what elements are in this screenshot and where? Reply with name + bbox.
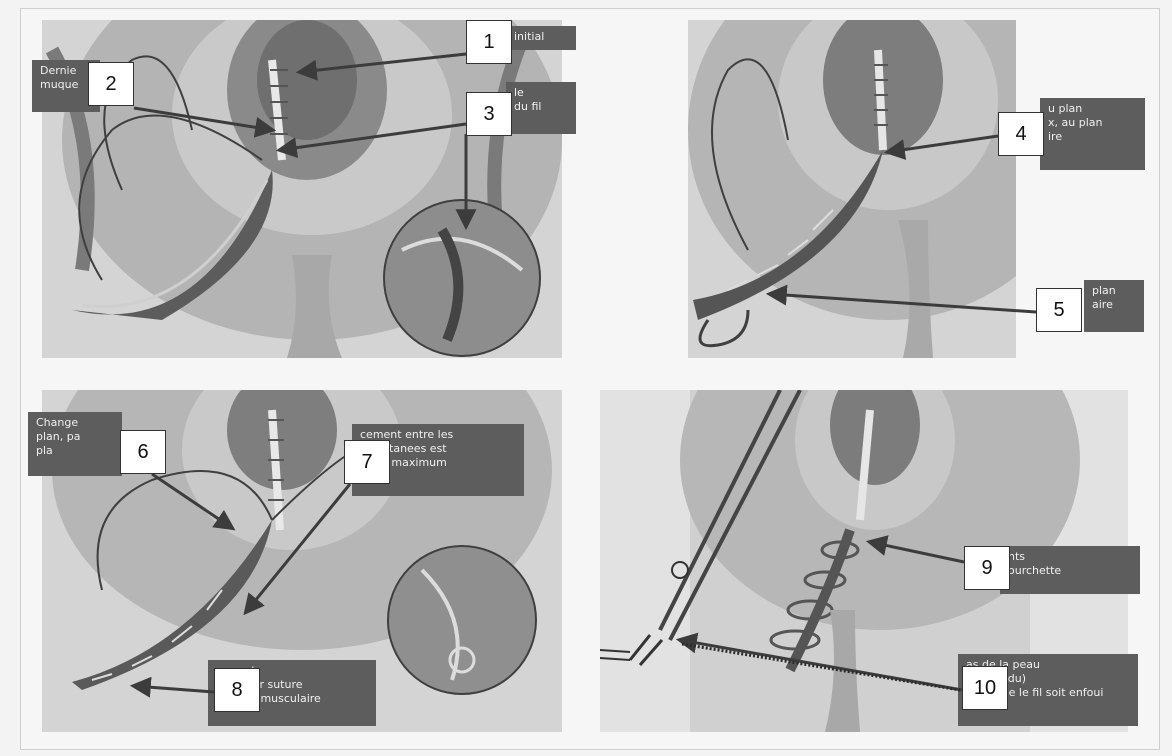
marker-1: 1 xyxy=(466,20,512,64)
marker-2: 2 xyxy=(88,62,134,106)
panel-2-illustration xyxy=(688,20,1016,358)
marker-10: 10 xyxy=(962,666,1008,710)
panel-1-label-initial: initial xyxy=(506,26,576,50)
marker-7: 7 xyxy=(344,440,390,484)
panel-3-label-left: Change plan, pa pla xyxy=(28,412,122,476)
marker-6: 6 xyxy=(120,430,166,474)
panel-1-label-right: le du fil xyxy=(506,82,576,134)
panel-2-muscular-plane-suture xyxy=(688,20,1016,358)
panel-2-label-top: u plan x, au plan ire xyxy=(1040,98,1145,170)
marker-9: 9 xyxy=(964,546,1010,590)
marker-4: 4 xyxy=(998,112,1044,156)
marker-8: 8 xyxy=(214,668,260,712)
panel-2-label-bottom: plan aire xyxy=(1084,280,1144,332)
panel-4-label-top: nts ourchette xyxy=(1000,546,1140,594)
marker-3: 3 xyxy=(466,92,512,136)
marker-5: 5 xyxy=(1036,288,1082,332)
